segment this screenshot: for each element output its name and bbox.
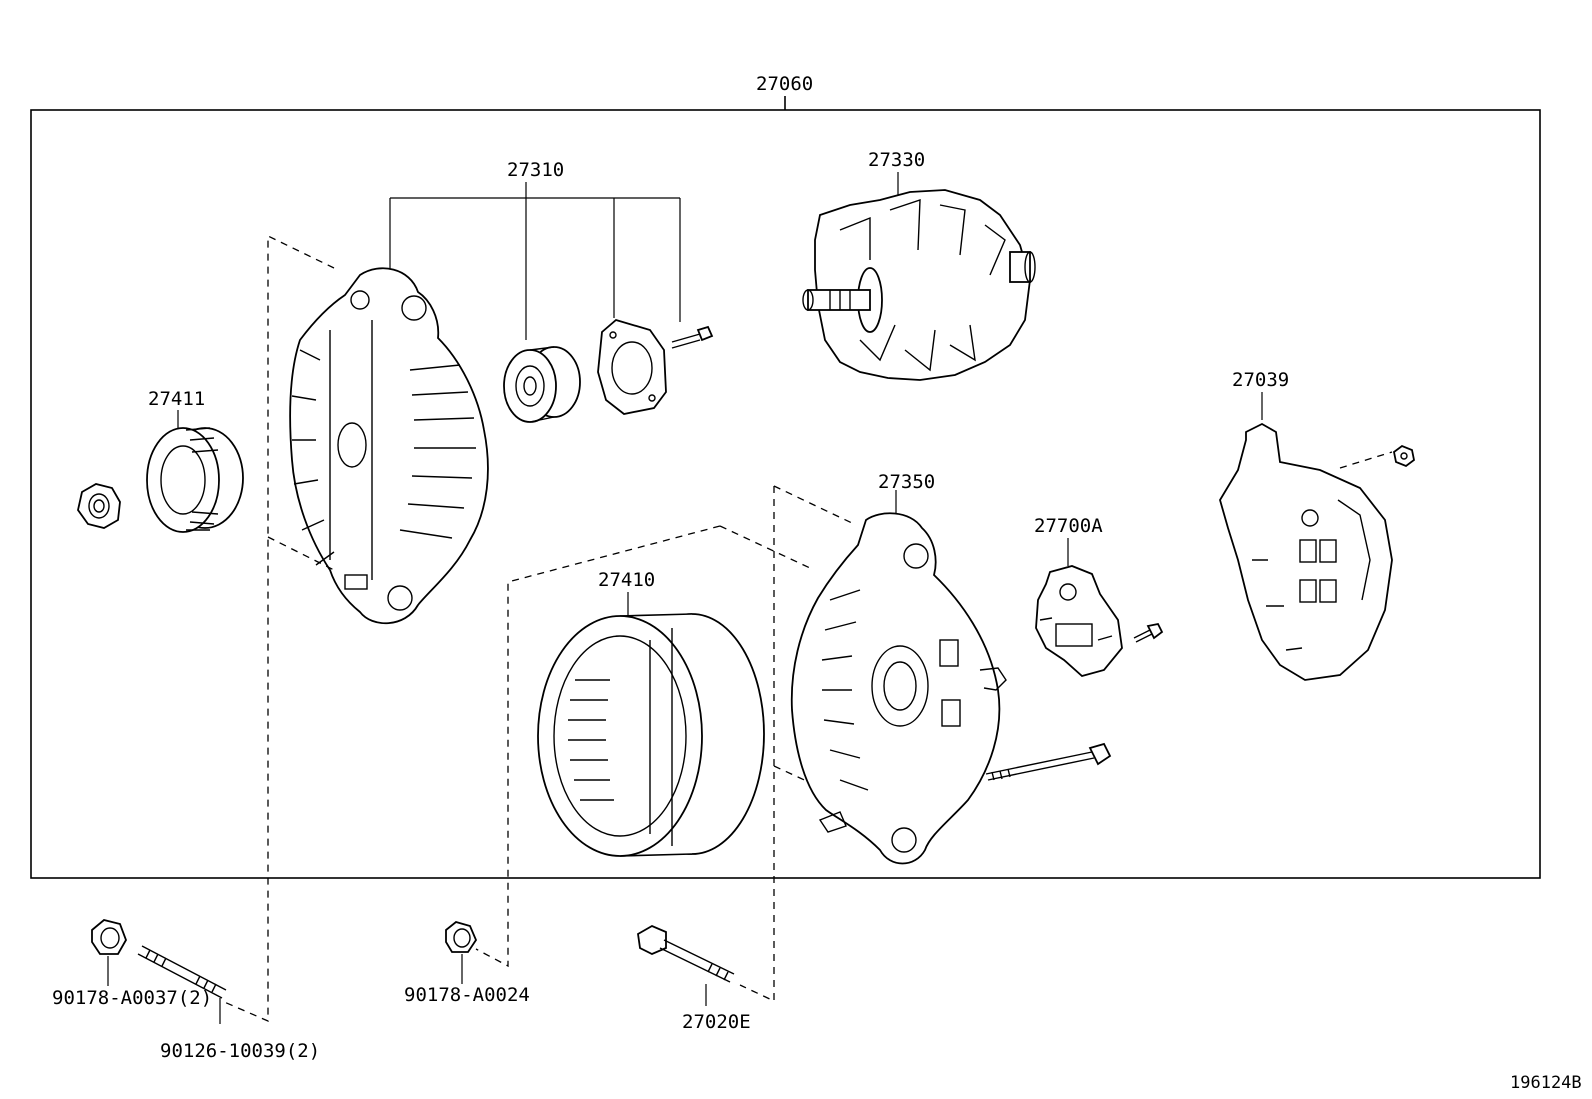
label-27060[interactable]: 27060 [756,73,813,95]
stud-bolt-part[interactable] [137,945,227,1024]
nut-a0037-part[interactable] [91,919,127,986]
label-27350[interactable]: 27350 [878,471,935,493]
label-27410[interactable]: 27410 [598,569,655,591]
rotor-part[interactable] [802,172,1036,381]
pulley-part[interactable] [146,410,244,533]
label-27310[interactable]: 27310 [507,159,564,181]
bearing-part[interactable] [503,346,581,423]
guide-lines-center [475,485,855,1003]
drive-end-frame-part[interactable] [289,267,489,625]
nut-a0024-part[interactable] [445,921,478,984]
label-27039[interactable]: 27039 [1232,369,1289,391]
assembly-frame [30,96,1541,879]
label-90126-10039[interactable]: 90126-10039(2) [160,1040,320,1062]
label-90178-A0037[interactable]: 90178-A0037(2) [52,987,212,1009]
rectifier-cover-part[interactable] [1219,392,1393,681]
rear-frame-part[interactable] [790,490,1007,865]
label-90178-A0024[interactable]: 90178-A0024 [404,984,530,1006]
pulley-nut-part[interactable] [77,483,121,529]
label-27411[interactable]: 27411 [148,388,205,410]
image-code: 196124B [1510,1073,1582,1093]
small-screw-part[interactable] [671,325,714,349]
through-bolt-part[interactable] [637,924,735,1006]
retainer-plate-part[interactable] [597,318,667,415]
label-27700A[interactable]: 27700A [1034,515,1103,537]
label-27330[interactable]: 27330 [868,149,925,171]
long-bolt-part[interactable] [985,742,1112,781]
label-27020E[interactable]: 27020E [682,1011,751,1033]
regulator-screw-part[interactable] [1133,622,1164,643]
cover-nut-part[interactable] [1393,444,1415,468]
stator-part[interactable] [537,592,765,857]
regulator-part[interactable] [1035,538,1123,677]
leader-27310 [389,182,681,340]
